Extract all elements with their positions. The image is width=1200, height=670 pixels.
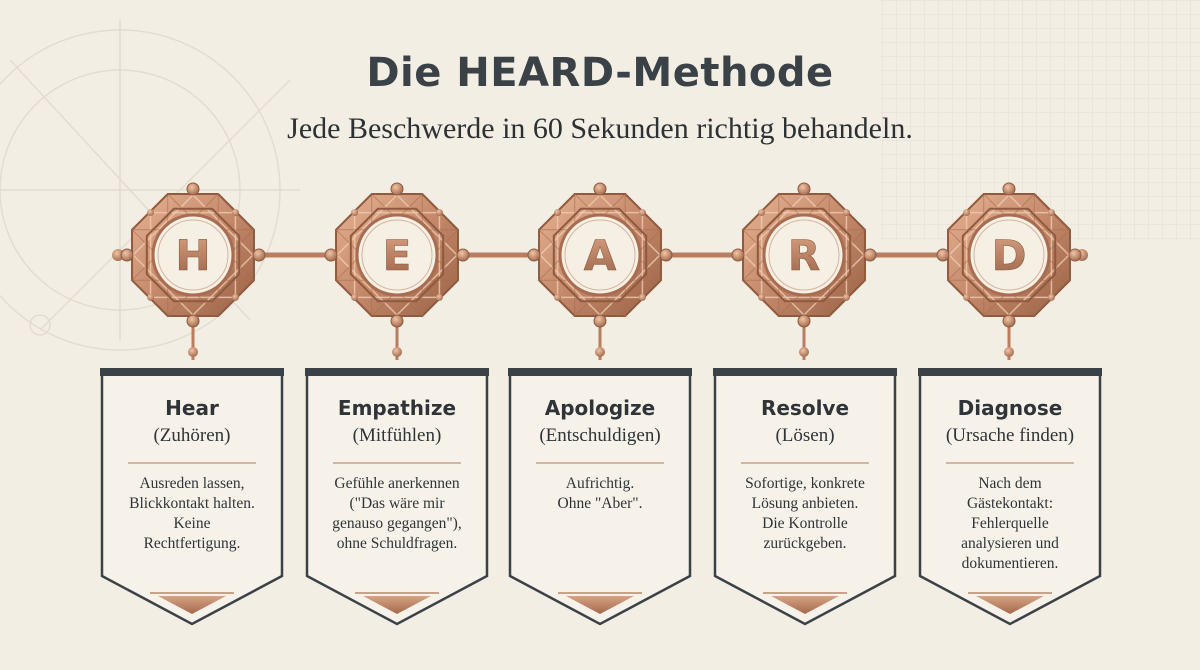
description-line: Rechtfertigung. (143, 535, 241, 552)
description-line: ("Das wäre mir (349, 495, 445, 512)
card-arrow-icon (363, 596, 431, 614)
card-arrow-icon (976, 596, 1044, 614)
page-subtitle: Jede Beschwerde in 60 Sekunden richtig b… (287, 112, 913, 145)
card-frame (100, 368, 284, 626)
card-frame (508, 368, 692, 626)
step-name: Apologize (544, 396, 656, 420)
description-line: Keine (173, 515, 211, 532)
step-description: Ausreden lassen, Blickkontakt halten. Kein… (110, 474, 274, 554)
page-title: Die HEARD-Methode (366, 50, 834, 96)
card-arrow-icon (158, 596, 226, 614)
medallion-e: E (324, 182, 470, 360)
medallion-letter: D (992, 231, 1027, 280)
description-line: Gefühle anerkennen (334, 475, 460, 492)
card-frame (713, 368, 897, 626)
description-line: analysieren und (961, 535, 1059, 552)
description-line: zurückgeben. (763, 535, 847, 552)
step-name: Hear (165, 396, 219, 420)
step-subtitle: (Ursache finden) (945, 425, 1075, 446)
description-line: Blickkontakt halten. (129, 495, 255, 512)
description-line: Aufrichtig. (565, 475, 635, 492)
description-line: Ohne "Aber". (557, 495, 643, 512)
step-card-empathize: Empathize (Mitfühlen) Gefühle anerkennen… (305, 366, 489, 628)
medallion-letter: E (383, 231, 412, 280)
description-line: Lösung anbieten. (751, 495, 859, 512)
description-line: Die Kontrolle (762, 515, 848, 532)
card-arrow-icon (566, 596, 634, 614)
medallion-a: A (527, 182, 673, 360)
step-name: Empathize (337, 396, 457, 420)
step-subtitle: (Entschuldigen) (539, 425, 661, 446)
step-name: Resolve (760, 396, 850, 420)
step-description: Gefühle anerkennen ("Das wäre mir genauso … (315, 474, 479, 554)
description-line: Sofortige, konkrete (745, 475, 865, 492)
step-subtitle: (Mitfühlen) (352, 425, 442, 446)
medallion-r: R (731, 182, 877, 360)
step-card-apologize: Apologize (Entschuldigen) Aufrichtig. Ohn… (508, 366, 692, 628)
step-subtitle: (Zuhören) (153, 425, 231, 446)
description-line: genauso gegangen"), (332, 515, 462, 532)
medallion-letter: H (175, 231, 210, 280)
medallion-letter: R (788, 231, 820, 280)
card-frame (305, 368, 489, 626)
card-frame (918, 368, 1102, 626)
step-description: Aufrichtig. Ohne "Aber". (518, 474, 682, 514)
chain-end-knob (112, 249, 124, 261)
step-name: Diagnose (957, 396, 1063, 420)
description-line: Gästekontakt: (966, 495, 1054, 512)
step-subtitle: (Lösen) (775, 425, 835, 446)
description-line: Nach dem (978, 475, 1042, 492)
medallion-h: H (120, 182, 266, 360)
medallion-d: D (936, 182, 1082, 360)
description-line: dokumentieren. (961, 555, 1059, 572)
description-line: Ausreden lassen, (139, 475, 245, 492)
card-arrow-icon (771, 596, 839, 614)
step-card-hear: Hear (Zuhören) Ausreden lassen, Blickkont… (100, 366, 284, 628)
description-line: Fehlerquelle (971, 515, 1049, 532)
description-line: ohne Schuldfragen. (336, 535, 458, 552)
medallion-letter: A (584, 231, 617, 280)
